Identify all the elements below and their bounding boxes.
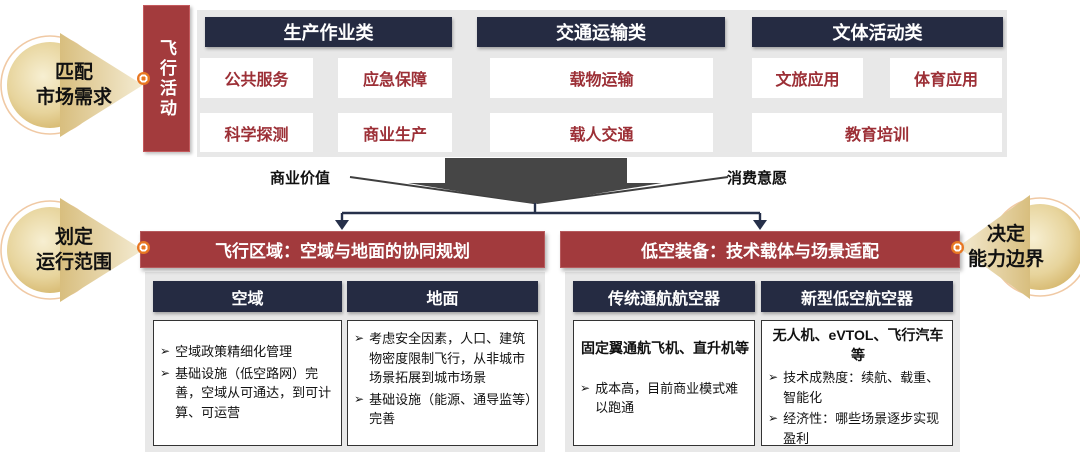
section-title: 飞行区域：空域与地面的协同规划 — [215, 242, 470, 261]
bullet-text: 成本高，目前商业模式难以跑通 — [595, 380, 739, 416]
badge-line: 市场需求 — [35, 87, 112, 109]
flight-activities-bar: 飞行活动 — [143, 5, 190, 152]
arrow-bullet-icon: ➢ — [354, 331, 365, 345]
bullet-item: ➢ 空域政策精细化管理 — [160, 342, 337, 362]
item-sports-application: 体育应用 — [890, 58, 1002, 98]
flight-activities-label: 飞行活动 — [157, 38, 176, 119]
group-title: 生产作业类 — [283, 23, 374, 43]
item-label: 文旅应用 — [775, 72, 840, 89]
flight-area-panel: 空域 地面 ➢ 空域政策精细化管理 ➢ 基础设施（低空路网）完善，空域从可通达，… — [145, 272, 545, 452]
group-culture-sports-header: 文体活动类 — [752, 17, 1003, 47]
item-label: 体育应用 — [913, 72, 978, 89]
group-title: 文体活动类 — [832, 23, 923, 43]
item-label: 科学探测 — [224, 126, 289, 144]
label-text: 商业价值 — [270, 170, 331, 187]
match-demand-badge-graphic — [0, 33, 143, 137]
badge-line: 划定 — [54, 227, 93, 248]
item-emergency-support: 应急保障 — [338, 58, 452, 98]
bullet-item: ➢ 经济性：哪些场景逐步实现盈利 — [768, 409, 948, 448]
item-cargo-transport: 载物运输 — [490, 58, 713, 98]
arrow-bullet-icon: ➢ — [768, 370, 779, 385]
junction-dot-icon — [951, 241, 964, 254]
item-label: 公共服务 — [224, 72, 289, 89]
bullet-item: ➢ 基础设施（低空路网）完善，空域从可通达，到可计算、可运营 — [160, 364, 337, 423]
bullet-item: ➢ 成本高，目前商业模式难以跑通 — [580, 379, 750, 418]
bullet-text: 空域政策精细化管理 — [175, 344, 293, 359]
bullet-text: 技术成熟度：续航、载重、智能化 — [783, 370, 940, 405]
arrow-bullet-icon: ➢ — [580, 380, 591, 395]
item-label: 载人交通 — [569, 126, 634, 144]
funnel-arrow-graphic — [335, 158, 767, 230]
bullet-text: 基础设施（能源、通导监等）完善 — [369, 391, 532, 427]
bullet-text: 经济性：哪些场景逐步实现盈利 — [783, 411, 940, 446]
ground-content-box: ➢ 考虑安全因素，人口、建筑物密度限制飞行，从非城市场景拓展到城市场景 ➢ 基础… — [347, 320, 538, 446]
new-aircraft-header: 新型低空航空器 — [761, 281, 953, 312]
box-title: 无人机、eVTOL、飞行汽车等 — [772, 327, 944, 363]
label-text: 消费意愿 — [727, 170, 788, 187]
column-title: 地面 — [426, 290, 459, 308]
bullet-item: ➢ 考虑安全因素，人口、建筑物密度限制飞行，从非城市场景拓展到城市场景 — [354, 329, 533, 388]
capability-boundary-badge-graphic — [958, 195, 1080, 299]
capability-boundary-badge: 决定 能力边界 — [944, 222, 1068, 272]
item-science-survey: 科学探测 — [200, 113, 313, 152]
junction-dot-icon — [137, 72, 150, 85]
group-title: 交通运输类 — [556, 23, 646, 43]
junction-dot-icon — [137, 241, 150, 254]
match-demand-badge: 匹配 市场需求 — [12, 60, 136, 110]
arrow-bullet-icon: ➢ — [160, 365, 171, 380]
item-education-training: 教育培训 — [752, 113, 1002, 152]
arrow-bullet-icon: ➢ — [160, 344, 171, 358]
arrow-bullet-icon: ➢ — [768, 411, 779, 426]
column-title: 新型低空航空器 — [800, 290, 913, 308]
group-production-header: 生产作业类 — [205, 17, 452, 47]
commercial-value-label: 商业价值 — [270, 167, 330, 188]
badge-line: 运行范围 — [35, 252, 112, 274]
down-arrowhead-left — [335, 220, 349, 230]
badge-line: 能力边界 — [967, 249, 1044, 271]
item-commercial-production: 商业生产 — [338, 113, 452, 152]
box-title: 固定翼通航飞机、直升机等 — [581, 340, 749, 356]
new-aircraft-content-box: 无人机、eVTOL、飞行汽车等 ➢ 技术成熟度：续航、载重、智能化 ➢ 经济性：… — [761, 320, 953, 446]
badge-line: 匹配 — [54, 62, 93, 83]
equipment-header: 低空装备：技术载体与场景适配 — [560, 231, 960, 268]
bullet-item: ➢ 技术成熟度：续航、载重、智能化 — [768, 368, 948, 407]
item-tourism-application: 文旅应用 — [752, 58, 863, 98]
item-label: 教育培训 — [844, 126, 909, 144]
bullet-text: 基础设施（低空路网）完善，空域从可通达，到可计算、可运营 — [175, 365, 332, 420]
item-label: 商业生产 — [362, 126, 427, 144]
operating-scope-badge-graphic — [0, 198, 143, 302]
flight-area-header: 飞行区域：空域与地面的协同规划 — [140, 231, 545, 268]
item-label: 应急保障 — [362, 72, 427, 89]
group-transport-header: 交通运输类 — [477, 17, 725, 47]
badge-line: 决定 — [986, 224, 1025, 245]
arrow-bullet-icon: ➢ — [354, 391, 365, 406]
item-public-service: 公共服务 — [200, 58, 313, 98]
consumer-willingness-label: 消费意愿 — [727, 167, 787, 188]
traditional-aircraft-content-box: 固定翼通航飞机、直升机等 ➢ 成本高，目前商业模式难以跑通 — [573, 320, 755, 446]
airspace-content-box: ➢ 空域政策精细化管理 ➢ 基础设施（低空路网）完善，空域从可通达，到可计算、可… — [153, 320, 342, 446]
airspace-column-header: 空域 — [153, 281, 342, 312]
item-passenger-transport: 载人交通 — [490, 113, 713, 152]
bullet-item: ➢ 基础设施（能源、通导监等）完善 — [354, 390, 533, 429]
equipment-panel: 传统通航航空器 新型低空航空器 固定翼通航飞机、直升机等 ➢ 成本高，目前商业模… — [565, 272, 960, 452]
item-label: 载物运输 — [569, 72, 634, 89]
column-title: 传统通航航空器 — [607, 290, 720, 308]
flight-activities-panel: 生产作业类 公共服务 应急保障 科学探测 商业生产 交通运输类 载物运输 载人交… — [197, 10, 1007, 157]
down-arrowhead-right — [753, 220, 767, 230]
ground-column-header: 地面 — [347, 281, 538, 312]
operating-scope-badge: 划定 运行范围 — [12, 225, 136, 275]
section-title: 低空装备：技术载体与场景适配 — [641, 242, 879, 261]
bullet-text: 考虑安全因素，人口、建筑物密度限制飞行，从非城市场景拓展到城市场景 — [369, 331, 526, 385]
column-title: 空域 — [231, 290, 264, 308]
traditional-aircraft-header: 传统通航航空器 — [573, 281, 755, 312]
